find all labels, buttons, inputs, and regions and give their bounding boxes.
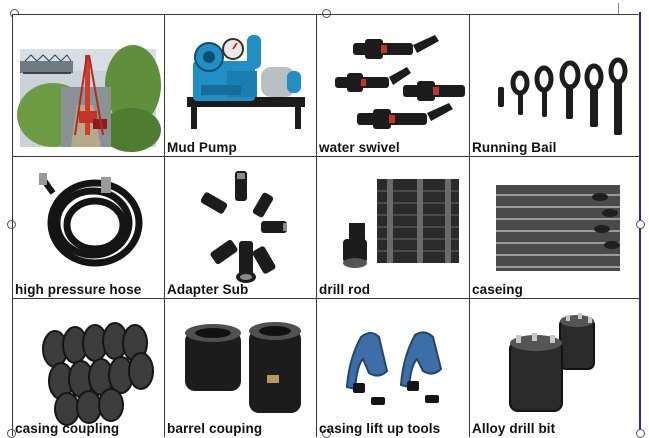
product-label-caseing: caseing <box>472 282 523 297</box>
grid-divider <box>164 15 165 437</box>
product-cell-adapter-sub[interactable]: Adapter Sub <box>165 157 316 298</box>
product-label-barrel-couping: barrel couping <box>167 421 263 436</box>
grid-divider <box>13 156 639 157</box>
product-label-mud-pump: Mud Pump <box>167 140 237 155</box>
casing-lift-up-tools-image <box>345 331 443 405</box>
alloy-drill-bit-image <box>509 313 595 412</box>
product-label-water-swivel: water swivel <box>319 140 400 155</box>
product-cell-mud-pump[interactable]: Mud Pump <box>165 15 316 156</box>
product-cell-high-pressure-hose[interactable]: high pressure hose <box>13 157 164 298</box>
resize-handle-right-mid[interactable] <box>636 220 645 229</box>
product-cell-casing-lift-up-tools[interactable]: casing lift up tools <box>317 299 469 437</box>
product-cell-caseing[interactable]: caseing <box>470 157 639 298</box>
product-cell-alloy-drill-bit[interactable]: Alloy drill bit <box>470 299 639 437</box>
running-bail-image <box>498 57 628 135</box>
product-label-casing-lift-up-tools: casing lift up tools <box>319 421 441 436</box>
product-cell-water-swivel[interactable]: water swivel <box>317 15 469 156</box>
drill-rig-photo <box>13 15 164 156</box>
product-cell-casing-coupling[interactable]: casing coupling <box>13 299 164 437</box>
high-pressure-hose-image <box>39 173 143 267</box>
caseing-image <box>496 185 620 271</box>
resize-handle-top-mid[interactable] <box>322 9 331 18</box>
resize-handle-left-mid[interactable] <box>7 220 16 229</box>
grid-divider <box>13 298 639 299</box>
grid-divider <box>316 15 317 437</box>
product-cell-running-bail[interactable]: Running Bail <box>470 15 639 156</box>
casing-coupling-image <box>42 322 154 426</box>
product-cell-drill-rod[interactable]: drill rod <box>317 157 469 298</box>
mud-pump-image <box>187 35 305 129</box>
adapter-sub-image <box>200 171 287 283</box>
product-label-drill-rod: drill rod <box>319 282 371 297</box>
drill-rod-image <box>343 179 459 268</box>
product-label-high-pressure-hose: high pressure hose <box>15 282 142 297</box>
product-label-alloy-drill-bit: Alloy drill bit <box>472 421 556 436</box>
product-label-casing-coupling: casing coupling <box>15 421 120 436</box>
barrel-couping-image <box>185 322 301 413</box>
product-cell-drill-rig[interactable] <box>13 15 164 156</box>
water-swivel-image <box>335 35 465 129</box>
product-grid: Mud Pump <box>12 14 639 437</box>
product-label-running-bail: Running Bail <box>472 140 557 155</box>
product-cell-barrel-couping[interactable]: barrel couping <box>165 299 316 437</box>
product-label-adapter-sub: Adapter Sub <box>167 282 249 297</box>
grid-divider <box>469 15 470 437</box>
